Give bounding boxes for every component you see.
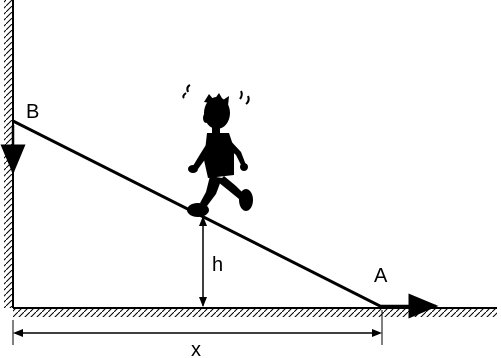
distance-arrow-right: [372, 329, 382, 337]
height-label: h: [212, 254, 223, 276]
height-arrow-top: [199, 216, 207, 226]
distance-arrow-left: [13, 329, 23, 337]
point-b-label: B: [26, 101, 39, 123]
wall-hatching: [4, 0, 13, 308]
point-a-label: A: [374, 265, 388, 287]
height-arrow-bottom: [199, 297, 207, 307]
ground-hatching: [13, 308, 497, 317]
running-boy-icon: [187, 93, 253, 217]
distance-label: x: [191, 339, 201, 358]
sweat-marks: [182, 84, 250, 105]
